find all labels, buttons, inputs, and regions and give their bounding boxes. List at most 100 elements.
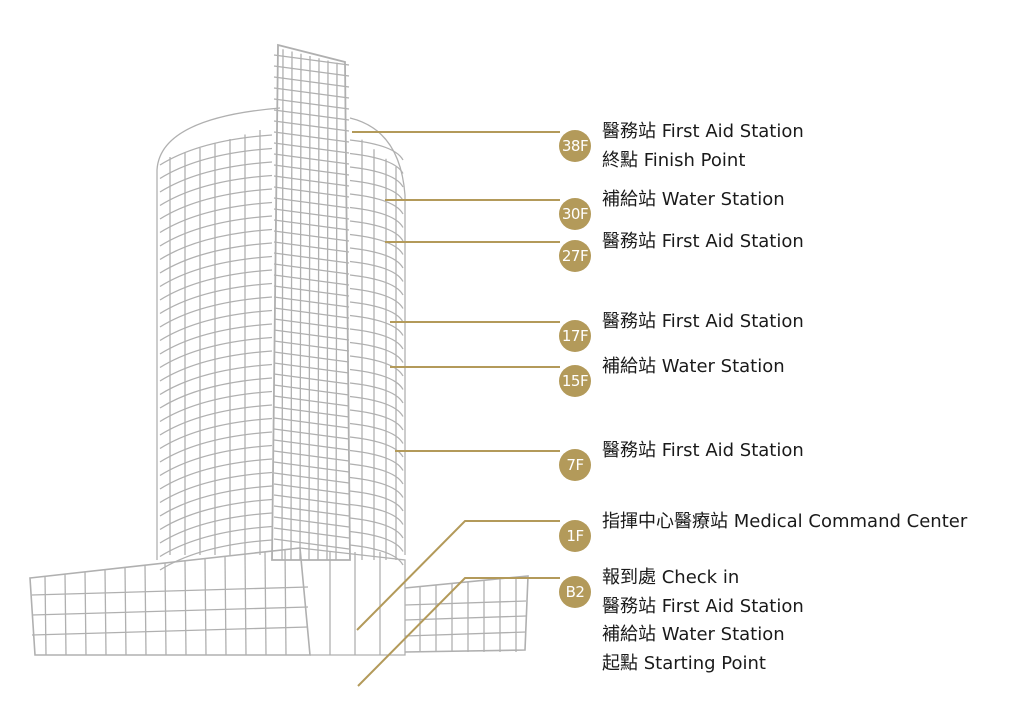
floor-line — [349, 247, 404, 269]
sketch-line — [273, 175, 350, 187]
floor-line — [349, 206, 404, 228]
floor-badge: 38F — [559, 130, 591, 162]
sketch-line — [273, 131, 350, 143]
floor-line — [159, 336, 273, 369]
sketch-line — [273, 230, 350, 242]
floor-line — [159, 377, 273, 409]
sketch-line — [124, 567, 127, 656]
stop-17f: 17F 醫務站 First Aid Station — [559, 311, 804, 352]
floor-line — [349, 436, 404, 458]
floor-line — [349, 341, 404, 363]
floor-line — [159, 417, 273, 450]
sketch-line — [273, 219, 350, 231]
floor-line — [349, 517, 404, 539]
sketch-line — [224, 556, 227, 656]
sketch-line — [273, 142, 350, 154]
stop-1f: 1F 指揮中心醫療站 Medical Command Center — [559, 511, 967, 552]
sketch-line — [31, 586, 309, 596]
sketch-line — [273, 351, 350, 363]
sketch-line — [204, 558, 207, 656]
floor-line — [349, 490, 404, 512]
floor-line — [159, 147, 273, 180]
stop-label: 報到處 Check in — [602, 567, 740, 588]
sketch-line — [273, 153, 350, 165]
sketch-line — [273, 65, 350, 77]
floor-line — [159, 269, 273, 301]
floor-line — [159, 471, 273, 504]
floor-line — [159, 444, 273, 477]
floor-line — [159, 201, 273, 234]
stop-label: 醫務站 First Aid Station — [602, 311, 804, 332]
podium-right — [404, 575, 529, 653]
floor-line — [349, 449, 404, 471]
floor-line — [159, 255, 273, 288]
stop-label: 醫務站 First Aid Station — [602, 595, 804, 617]
floor-line — [159, 525, 273, 558]
floor-line — [159, 404, 273, 436]
floor-line — [349, 152, 404, 174]
sketch-line — [244, 554, 247, 656]
floor-line — [159, 242, 273, 274]
sketch-line — [264, 552, 267, 656]
floor-line — [159, 282, 273, 315]
floor-line — [349, 301, 404, 323]
sketch-line — [273, 329, 350, 341]
floor-badge: 7F — [559, 449, 591, 481]
sketch-line — [273, 384, 350, 396]
sketch-line — [273, 516, 350, 528]
stop-label: 醫務站 First Aid Station — [602, 231, 804, 252]
sketch-line — [273, 109, 350, 121]
floor-line — [159, 215, 273, 247]
sketch-line — [273, 439, 350, 451]
sketch-line — [273, 296, 350, 308]
floor-badge: 17F — [559, 320, 591, 352]
floor-line — [349, 166, 404, 188]
leader-lines — [352, 131, 560, 687]
sketch-line — [273, 340, 350, 352]
sketch-line — [273, 120, 350, 132]
floor-line — [349, 233, 404, 255]
floor-line — [349, 422, 404, 444]
stop-label: 補給站 Water Station — [602, 189, 785, 210]
sketch-line — [164, 563, 167, 656]
sketch-line — [273, 186, 350, 198]
floor-line — [349, 139, 404, 161]
floor-line — [159, 539, 273, 571]
sketch-line — [317, 58, 320, 561]
sketch-line — [335, 62, 338, 561]
sketch-line — [273, 263, 350, 275]
sketch-line — [273, 538, 350, 550]
floor-line — [349, 395, 404, 417]
floor-badge: 15F — [559, 365, 591, 397]
sketch-line — [299, 53, 302, 561]
sketch-line — [273, 362, 350, 374]
floor-line — [349, 382, 404, 404]
floor-line — [349, 409, 404, 431]
floor-badge: 30F — [559, 198, 591, 230]
floor-line — [349, 287, 404, 309]
floor-line — [349, 530, 404, 552]
stop-15f: 15F 補給站 Water Station — [559, 356, 785, 397]
sketch-line — [404, 631, 527, 637]
sketch-line — [31, 606, 309, 616]
sketch-line — [284, 549, 287, 656]
floor-line — [349, 368, 404, 390]
floor-line — [159, 390, 273, 423]
sketch-line — [273, 483, 350, 495]
floor-line — [159, 134, 273, 166]
stop-label: 醫務站 First Aid Station — [602, 121, 804, 142]
podium-middle — [299, 547, 406, 656]
floor-line — [159, 350, 273, 382]
leader-line — [357, 577, 560, 687]
sketch-line — [31, 626, 309, 636]
floor-line — [159, 458, 273, 490]
sketch-line — [290, 51, 293, 561]
sketch-line — [404, 600, 527, 606]
sketch-line — [273, 197, 350, 209]
sketch-line — [273, 417, 350, 429]
floor-line — [159, 161, 273, 193]
floor-line — [159, 512, 273, 544]
sketch-line — [273, 164, 350, 176]
sketch-line — [273, 373, 350, 385]
